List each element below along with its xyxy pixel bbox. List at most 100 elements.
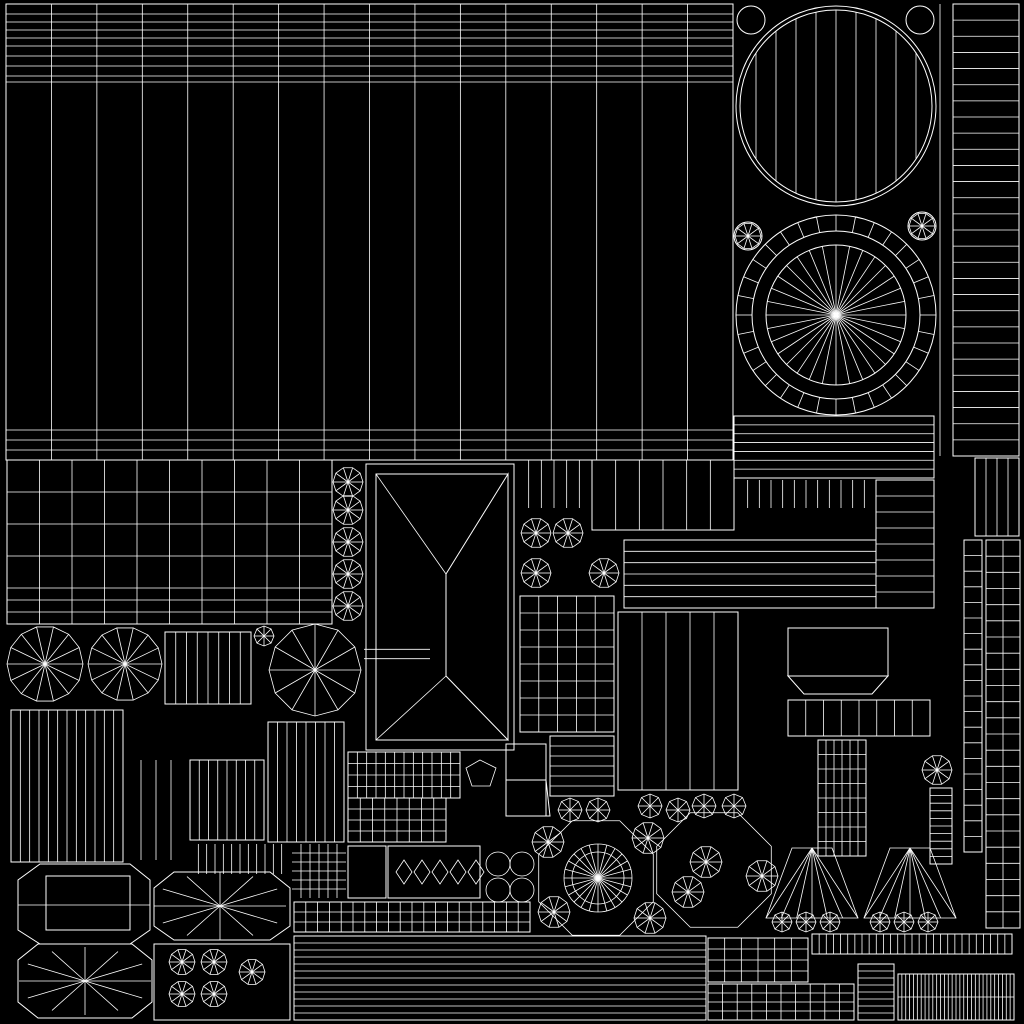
- dome-rim-seg: [816, 397, 819, 413]
- umbrella-small-spoke: [744, 236, 748, 248]
- fan-roof-rib: [879, 848, 910, 918]
- fan-roof-rib: [797, 848, 812, 918]
- cluster-umbrella-spoke: [706, 862, 711, 877]
- octagon-cluster: [657, 813, 772, 928]
- umbrella-large-spoke: [315, 647, 355, 670]
- umbrella-large-spoke: [125, 664, 148, 693]
- side-umbrella-spoke: [348, 574, 360, 583]
- cluster-umbrella-spoke: [693, 862, 706, 871]
- umbrella-large-spoke: [125, 635, 148, 664]
- umbrella-small-spoke: [531, 573, 536, 587]
- umbrella-small-spoke: [748, 228, 759, 236]
- rosette-spoke: [574, 854, 598, 878]
- side-umbrella-spoke: [336, 597, 348, 606]
- dome-rim-seg: [765, 374, 776, 385]
- dome-rim-seg: [914, 347, 929, 353]
- cluster-umbrella-spoke: [650, 918, 663, 927]
- side-umbrella-spoke: [348, 606, 353, 620]
- row-umbrella-spoke: [642, 806, 650, 814]
- cluster-umbrella-spoke: [554, 912, 559, 927]
- umbrella-small-spoke: [737, 228, 748, 236]
- row-umbrella-spoke: [670, 810, 678, 818]
- dome-rim-seg: [816, 217, 819, 233]
- tiny-disk-b: [906, 6, 934, 34]
- umbrella-small-spoke: [925, 770, 937, 779]
- side-umbrella-spoke: [348, 542, 353, 556]
- dome-spoke: [809, 250, 836, 315]
- rosette-spoke: [598, 861, 627, 878]
- row-umbrella-spoke: [598, 810, 606, 818]
- cluster-umbrella-spoke: [749, 867, 762, 876]
- fan-roof-rib: [781, 848, 812, 918]
- umbrella-large-spoke: [45, 664, 53, 701]
- tray-umbrella-spoke: [214, 982, 218, 994]
- side-umbrella-spoke: [336, 533, 348, 542]
- side-umbrella-spoke: [343, 542, 348, 556]
- rosette-spoke: [581, 849, 598, 878]
- umbrella-small-spoke: [536, 519, 541, 533]
- umbrella-large-spoke: [45, 634, 69, 664]
- umbrella-large-spoke: [37, 664, 45, 701]
- dome-rim-seg: [852, 217, 855, 233]
- tray-umbrella-spoke: [210, 994, 214, 1006]
- tray-umbrella-spoke: [171, 954, 182, 962]
- umbrella-large-spoke: [315, 670, 338, 710]
- umbrella-small-spoke: [556, 533, 568, 542]
- row-umbrella-spoke: [696, 806, 704, 814]
- fan-roof-foot-spoke: [880, 915, 887, 922]
- dome-rim-seg: [868, 223, 874, 238]
- fan-roof-foot-spoke: [782, 922, 789, 929]
- dome-rim-seg: [780, 232, 789, 245]
- dome-spoke: [822, 246, 836, 315]
- row-umbrella-spoke: [562, 810, 570, 818]
- rosette-spoke: [569, 878, 598, 895]
- umbrella-small-spoke: [918, 226, 922, 238]
- umbrella-small-spoke: [524, 524, 536, 533]
- umbrella-small-spoke: [556, 524, 568, 533]
- fan-roof-foot-spoke: [880, 922, 887, 929]
- uv-generated-lines: [6, 4, 1020, 1020]
- tray-umbrella-spoke: [214, 950, 218, 962]
- cluster-umbrella-spoke: [688, 883, 701, 892]
- side-umbrella-spoke: [348, 510, 360, 519]
- dome-spoke: [771, 315, 836, 342]
- row-umbrella-spoke: [734, 806, 742, 814]
- side-umbrella-spoke: [348, 528, 353, 542]
- umbrella-tray: [154, 944, 290, 1020]
- diamond-block: [348, 846, 386, 898]
- large-disk-outline: [736, 6, 936, 206]
- umbrella-small-spoke: [911, 218, 922, 226]
- tray-umbrella-spoke: [182, 994, 193, 1002]
- tray-umbrella-spoke: [178, 994, 182, 1006]
- tray-umbrella-spoke: [171, 962, 182, 970]
- octagon-ridge: [220, 889, 277, 906]
- side-umbrella-spoke: [348, 482, 353, 496]
- cluster-umbrella-spoke: [554, 897, 559, 912]
- cluster-umbrella-spoke: [637, 909, 650, 918]
- dome-spoke: [836, 250, 863, 315]
- dome-spoke: [836, 315, 894, 354]
- tray-umbrella-spoke: [210, 982, 214, 994]
- octagon-ridge: [52, 952, 85, 981]
- tray-umbrella-spoke: [182, 994, 186, 1006]
- dome-rim-seg: [744, 277, 759, 283]
- cluster-umbrella-spoke: [688, 892, 701, 901]
- rosette-ring: [572, 852, 624, 904]
- dome-spoke: [771, 288, 836, 315]
- tiny-disk-c: [734, 222, 762, 250]
- umbrella-small-spoke: [925, 761, 937, 770]
- fan-roof-foot-spoke: [775, 922, 782, 929]
- side-umbrella-spoke: [343, 468, 348, 482]
- umbrella-large-spoke: [37, 627, 45, 664]
- umbrella-large-spoke: [11, 664, 45, 680]
- umbrella-small-spoke: [604, 559, 609, 573]
- hex-row-cell: [414, 860, 430, 884]
- octagon-ridge: [187, 906, 220, 935]
- side-umbrella-spoke: [343, 592, 348, 606]
- umbrella-large-spoke: [292, 630, 315, 670]
- umbrella-small-spoke: [918, 214, 922, 226]
- cluster-umbrella-spoke: [650, 909, 663, 918]
- umbrella-small-spoke: [604, 573, 616, 582]
- dome-rim-seg: [780, 385, 789, 398]
